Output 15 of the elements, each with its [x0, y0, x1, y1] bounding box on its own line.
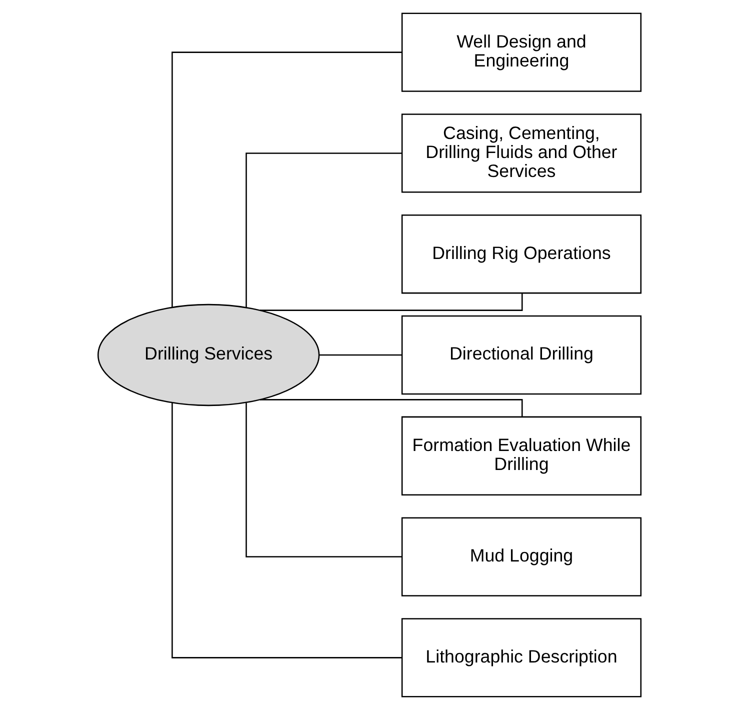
connector	[246, 402, 402, 558]
connector	[319, 354, 402, 356]
node-box: Formation Evaluation While Drilling	[401, 416, 642, 496]
connector	[260, 399, 523, 417]
connector	[172, 402, 402, 658]
connector	[246, 152, 402, 308]
node-box: Directional Drilling	[401, 315, 642, 395]
connector	[260, 293, 523, 311]
node-box: Well Design and Engineering	[401, 12, 642, 92]
connector	[172, 52, 402, 308]
node-ellipse: Drilling Services	[97, 304, 320, 406]
node-box: Lithographic Description	[401, 618, 642, 698]
node-box: Mud Logging	[401, 517, 642, 596]
node-box: Drilling Rig Operations	[401, 214, 642, 294]
node-box: Casing, Cementing, Drilling Fluids and Other Services	[401, 114, 642, 193]
